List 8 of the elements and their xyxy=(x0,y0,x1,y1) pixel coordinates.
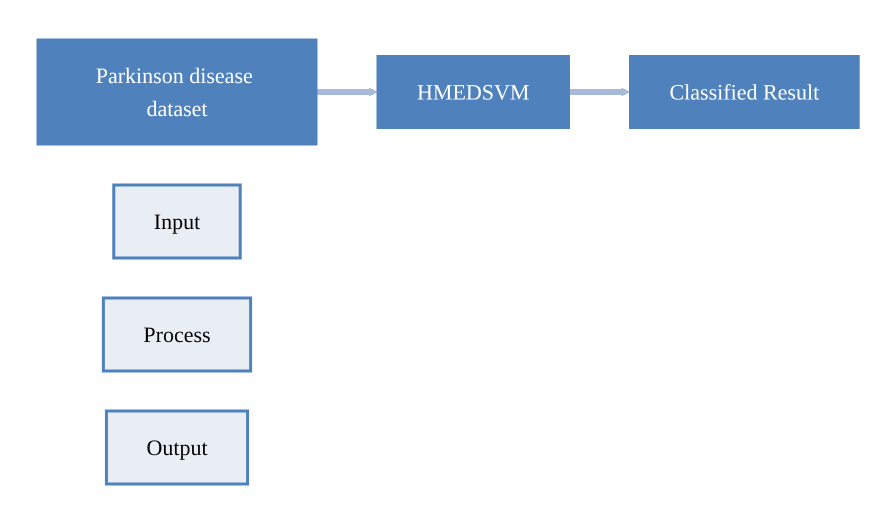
arrow xyxy=(316,87,378,96)
node-box: HMEDSVM xyxy=(376,54,570,128)
node-box: Parkinson disease dataset xyxy=(36,38,318,145)
node-box: Process xyxy=(102,296,252,372)
arrow xyxy=(569,87,630,96)
node-box: Output xyxy=(104,409,249,485)
node-box: Classified Result xyxy=(628,54,860,128)
node-box: Input xyxy=(112,183,242,259)
